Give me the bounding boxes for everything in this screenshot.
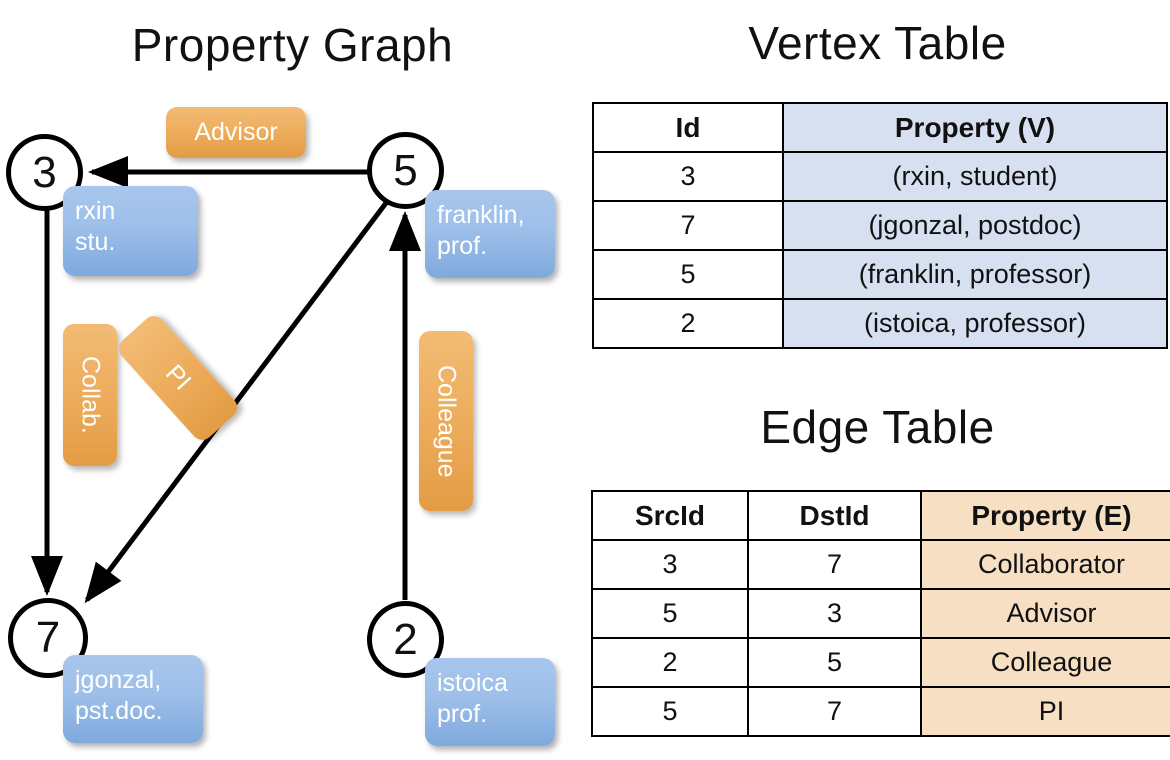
table-row[interactable]: 3 7 Collaborator [591, 539, 1170, 590]
vertex-table: Id Property (V) 3 (rxin, student) 7 (jgo… [592, 102, 1168, 349]
edge-row-1-dstid: 3 [747, 588, 922, 639]
vertex-table-header-property: Property (V) [782, 102, 1168, 153]
edge-row-2-dstid: 5 [747, 637, 922, 688]
vertex-property-box-7-line2: pst.doc. [75, 696, 163, 725]
edge-label-advisor-text: Advisor [194, 118, 278, 146]
vertex-row-1-property: (jgonzal, postdoc) [782, 200, 1168, 251]
graph-node-2[interactable]: 2 [367, 601, 444, 678]
vertex-row-3-property: (istoica, professor) [782, 298, 1168, 349]
edge-row-3-property: PI [920, 686, 1170, 737]
vertex-property-box-7[interactable]: jgonzal, pst.doc. [63, 655, 203, 743]
edge-table-header-row: SrcId DstId Property (E) [591, 490, 1170, 541]
edge-table-header-property: Property (E) [920, 490, 1170, 541]
table-row[interactable]: 7 (jgonzal, postdoc) [592, 200, 1168, 251]
vertex-property-box-2[interactable]: istoica prof. [425, 658, 555, 746]
table-row[interactable]: 2 5 Colleague [591, 637, 1170, 688]
edge-label-collab[interactable]: Collab. [63, 324, 117, 466]
vertex-row-0-property: (rxin, student) [782, 151, 1168, 202]
edge-label-pi-text: PI [160, 359, 197, 396]
vertex-table-header-id: Id [592, 102, 784, 153]
vertex-row-2-id: 5 [592, 249, 784, 300]
vertex-property-box-5-line1: franklin, [437, 201, 525, 229]
edge-row-2-srcid: 2 [591, 637, 749, 688]
edge-label-colleague-text: Colleague [432, 364, 461, 478]
vertex-row-0-id: 3 [592, 151, 784, 202]
edge-row-0-srcid: 3 [591, 539, 749, 590]
edge-row-0-dstid: 7 [747, 539, 922, 590]
edge-row-2-property: Colleague [920, 637, 1170, 688]
edge-row-3-dstid: 7 [747, 686, 922, 737]
graph-node-3-label: 3 [32, 147, 57, 197]
edge-table-header-dstid: DstId [747, 490, 922, 541]
graph-node-5[interactable]: 5 [367, 132, 444, 209]
table-row[interactable]: 3 (rxin, student) [592, 151, 1168, 202]
vertex-property-box-2-line2: prof. [437, 699, 488, 728]
table-row[interactable]: 5 3 Advisor [591, 588, 1170, 639]
vertex-row-3-id: 2 [592, 298, 784, 349]
edge-label-advisor[interactable]: Advisor [166, 107, 306, 158]
graph-edges-svg [31, 156, 421, 604]
vertex-property-box-7-line1: jgonzal, [75, 666, 162, 694]
page-title-vertex-table: Vertex Table [748, 17, 1007, 69]
edge-row-3-srcid: 5 [591, 686, 749, 737]
edge-row-1-srcid: 5 [591, 588, 749, 639]
vertex-property-box-5-line2: prof. [437, 231, 488, 260]
table-row[interactable]: 2 (istoica, professor) [592, 298, 1168, 349]
page-title-edge-table: Edge Table [760, 401, 995, 453]
vertex-property-box-3-line2: stu. [75, 227, 116, 256]
table-row[interactable]: 5 7 PI [591, 686, 1170, 737]
edge-table: SrcId DstId Property (E) 3 7 Collaborato… [591, 490, 1170, 737]
vertex-row-1-id: 7 [592, 200, 784, 251]
vertex-property-box-2-line1: istoica [437, 669, 508, 697]
edge-row-0-property: Collaborator [920, 539, 1170, 590]
vertex-property-box-3-line1: rxin [75, 197, 116, 225]
vertex-row-2-property: (franklin, professor) [782, 249, 1168, 300]
edge-label-collab-text: Collab. [76, 356, 105, 434]
edge-label-colleague[interactable]: Colleague [419, 331, 473, 511]
graph-node-7-label: 7 [35, 613, 61, 662]
edge-5-to-7 [84, 201, 388, 604]
table-row[interactable]: 5 (franklin, professor) [592, 249, 1168, 300]
vertex-table-header-row: Id Property (V) [592, 102, 1168, 153]
graph-node-2-label: 2 [393, 614, 418, 664]
vertex-property-box-3[interactable]: rxin stu. [63, 186, 198, 276]
edge-table-header-srcid: SrcId [591, 490, 749, 541]
page-title-property-graph: Property Graph [131, 19, 454, 71]
property-graph-panel: Property Graph 3 5 7 2 [6, 19, 555, 746]
vertex-property-box-5[interactable]: franklin, prof. [425, 190, 555, 278]
graph-node-5-label: 5 [393, 145, 418, 195]
edge-row-1-property: Advisor [920, 588, 1170, 639]
